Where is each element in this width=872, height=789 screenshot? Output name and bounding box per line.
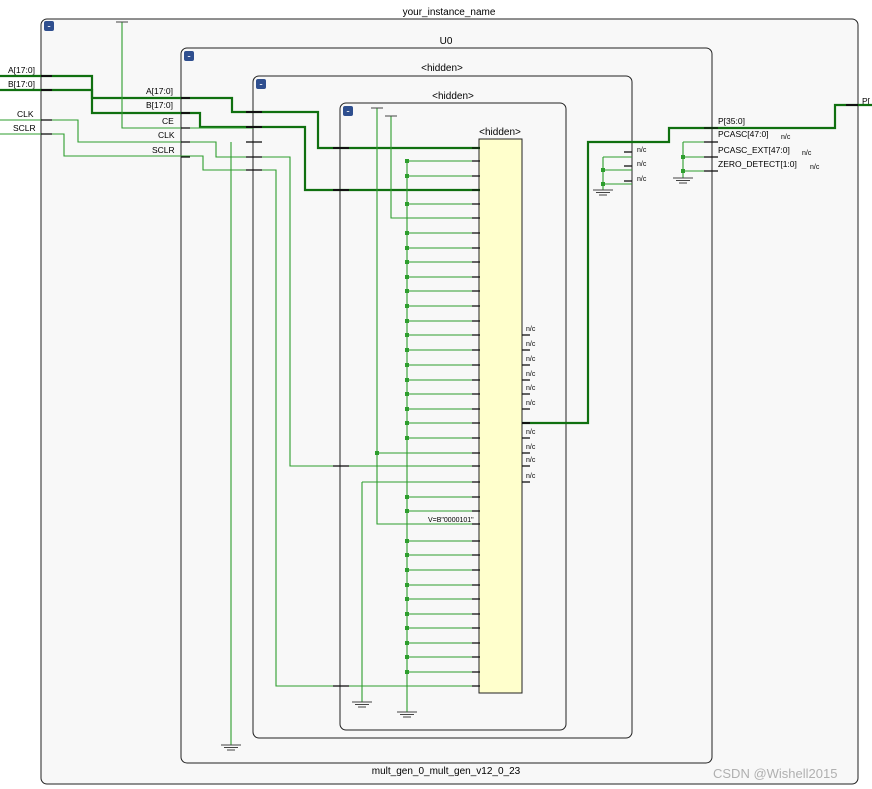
net-junction: [405, 612, 409, 616]
port-label-a: A[17:0]: [8, 65, 35, 75]
net-junction: [405, 159, 409, 163]
svg-text:-: -: [47, 22, 50, 33]
port-label-clk: CLK: [17, 109, 34, 119]
net-junction: [405, 539, 409, 543]
core-nc-labels: n/c n/c n/c n/c n/c n/c n/c n/c n/c n/c: [526, 326, 536, 480]
net-junction: [405, 509, 409, 513]
hidden1-nc-label-3: n/c: [637, 176, 647, 183]
net-junction: [405, 304, 409, 308]
collapse-button-hidden-1[interactable]: -: [256, 79, 266, 91]
net-junction: [405, 407, 409, 411]
net-junction: [405, 275, 409, 279]
port-label-sclr: SCLR: [13, 123, 36, 133]
core-nc-label: n/c: [526, 473, 536, 480]
u0-nc-label-3: n/c: [810, 164, 820, 171]
svg-text:-: -: [187, 52, 190, 63]
hidden1-nc-label-2: n/c: [637, 161, 647, 168]
bus-a[interactable]: [0, 74, 480, 150]
u0-port-label-pcasc-ext: PCASC_EXT[47:0]: [718, 145, 790, 155]
u0-port-label-zero-detect: ZERO_DETECT[1:0]: [718, 159, 797, 169]
net-vcc-2[interactable]: [390, 116, 480, 219]
net-junction: [681, 155, 685, 159]
collapse-button-hidden-2[interactable]: -: [343, 106, 353, 118]
net-junction: [405, 553, 409, 557]
u0-block-title: U0: [440, 36, 453, 47]
u0-port-label-sclr: SCLR: [152, 145, 175, 155]
net-vcc-1[interactable]: [376, 108, 480, 525]
core-nc-label: n/c: [526, 341, 536, 348]
core-nc-label: n/c: [526, 429, 536, 436]
hidden1-nc-label-1: n/c: [637, 147, 647, 154]
net-junction: [405, 641, 409, 645]
net-junction: [405, 202, 409, 206]
hidden-block-1-title: <hidden>: [421, 63, 463, 74]
net-junction: [405, 626, 409, 630]
u0-port-label-ce: CE: [162, 116, 174, 126]
svg-text:-: -: [346, 107, 349, 118]
bus-b[interactable]: [0, 88, 480, 192]
net-junction: [405, 583, 409, 587]
u0-port-label-b: B[17:0]: [146, 100, 173, 110]
net-junction: [405, 436, 409, 440]
u0-port-label-p: P[35:0]: [718, 116, 745, 126]
svg-text:-: -: [259, 80, 262, 91]
core-nc-label: n/c: [526, 444, 536, 451]
constant-value-label: V=B"0000101": [428, 517, 474, 524]
net-junction: [405, 655, 409, 659]
net-junction: [405, 174, 409, 178]
collapse-button-u0[interactable]: -: [184, 51, 194, 63]
net-junction: [681, 169, 685, 173]
core-nc-label: n/c: [526, 385, 536, 392]
core-nc-label: n/c: [526, 457, 536, 464]
net-junction: [405, 568, 409, 572]
port-label-p-out: P[: [862, 96, 871, 106]
net-junction: [405, 421, 409, 425]
core-nc-label: n/c: [526, 371, 536, 378]
net-junction: [405, 363, 409, 367]
net-junction: [601, 182, 605, 186]
u0-port-label-a: A[17:0]: [146, 86, 173, 96]
net-junction: [405, 495, 409, 499]
watermark-text: CSDN @Wishell2015: [713, 766, 837, 781]
hidden-core-cell[interactable]: [478, 138, 523, 694]
net-sclr[interactable]: [0, 133, 480, 687]
u0-nc-label-1: n/c: [781, 134, 791, 141]
net-junction: [405, 378, 409, 382]
collapse-button-outer[interactable]: -: [44, 21, 54, 33]
net-junction: [405, 670, 409, 674]
net-junction: [405, 319, 409, 323]
net-junction: [405, 392, 409, 396]
bus-p[interactable]: [522, 103, 872, 425]
ports-layer: [41, 21, 858, 751]
net-junction: [405, 246, 409, 250]
net-junction: [405, 231, 409, 235]
net-junction: [405, 348, 409, 352]
wires-layer: [0, 22, 872, 745]
u0-port-label-pcasc: PCASC[47:0]: [718, 129, 769, 139]
net-ce[interactable]: [121, 22, 253, 129]
net-clk[interactable]: [0, 119, 480, 467]
net-junction: [405, 260, 409, 264]
outer-block-title: your_instance_name: [403, 7, 496, 18]
net-junction: [405, 333, 409, 337]
u0-port-label-clk: CLK: [158, 130, 175, 140]
core-nc-label: n/c: [526, 356, 536, 363]
u0-footer-label: mult_gen_0_mult_gen_v12_0_23: [372, 766, 521, 777]
hidden-block-2-title: <hidden>: [432, 91, 474, 102]
net-junction: [601, 168, 605, 172]
hidden-block-level2[interactable]: [339, 102, 567, 731]
net-junction: [405, 597, 409, 601]
port-label-b: B[17:0]: [8, 79, 35, 89]
u0-nc-label-2: n/c: [802, 150, 812, 157]
core-nc-label: n/c: [526, 326, 536, 333]
net-junction: [375, 451, 379, 455]
net-junction: [405, 289, 409, 293]
hidden-core-title: <hidden>: [479, 127, 521, 138]
core-nc-label: n/c: [526, 400, 536, 407]
